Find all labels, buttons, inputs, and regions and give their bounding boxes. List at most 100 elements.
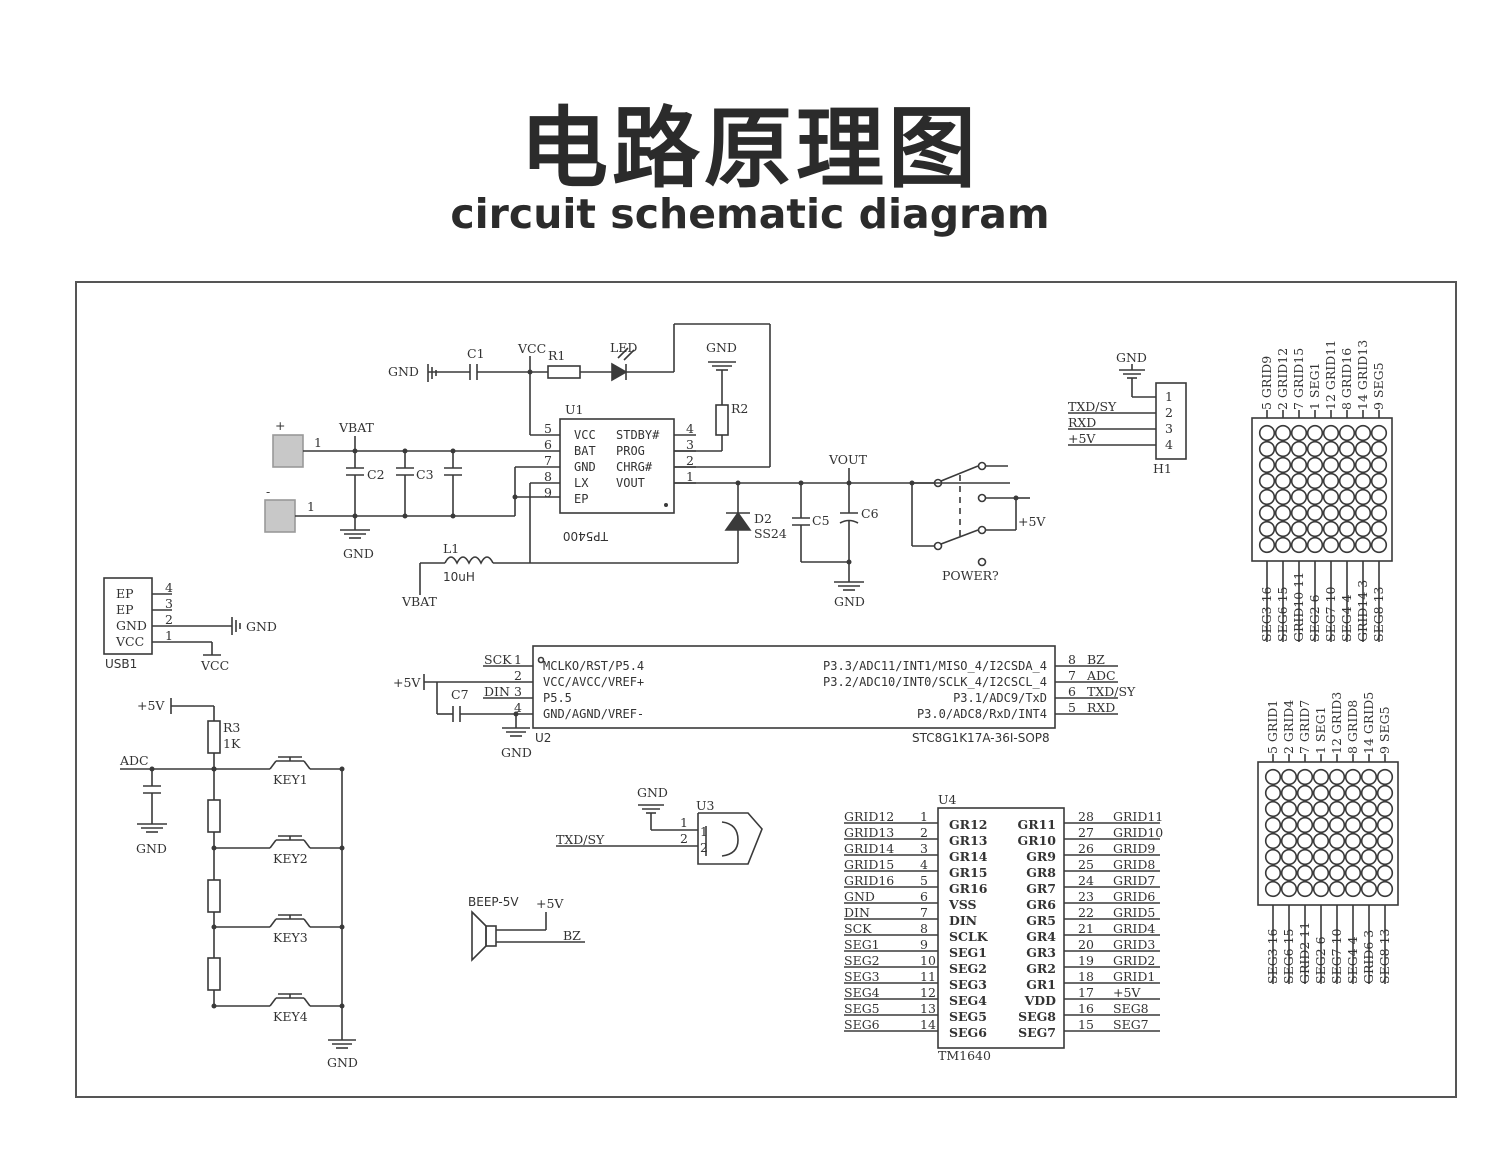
u4-net-label: DIN (844, 905, 870, 920)
title-english: circuit schematic diagram (450, 190, 1050, 238)
u4-net-label: GRID9 (1113, 841, 1155, 856)
u4-net-label: GRID12 (844, 809, 894, 824)
led-dot (1376, 784, 1394, 802)
led-dot (1354, 440, 1372, 458)
label-gnd-r2: GND (706, 340, 737, 355)
u4-net-label: SEG2 (844, 953, 880, 968)
label-u1: U1 (565, 402, 584, 417)
led-dot (1312, 768, 1330, 786)
led-dot (1306, 536, 1324, 554)
resistor-r1 (547, 365, 581, 379)
label-u3-net: TXD/SY (556, 832, 605, 847)
led-dot (1290, 472, 1308, 490)
led-dot (1274, 440, 1292, 458)
key-wire (269, 839, 277, 849)
label-buzzer: BEEP-5V (468, 895, 519, 909)
matrix-bottom-label: SEG8 13 (1371, 586, 1386, 642)
usb-body (103, 577, 153, 655)
matrix-bottom-label: GRID2 11 (1297, 922, 1312, 984)
u4-net-label: GRID10 (1113, 825, 1163, 840)
key-label: KEY4 (273, 1009, 308, 1024)
u4-pin-number: 28 (1078, 809, 1094, 824)
matrix-body (1257, 761, 1399, 906)
led-dot (1274, 472, 1292, 490)
led-dot (1338, 456, 1356, 474)
led-dot (1376, 864, 1394, 882)
led-dot (1312, 800, 1330, 818)
led-dot (1344, 784, 1362, 802)
led-dot (1274, 488, 1292, 506)
led-dot (1370, 472, 1388, 490)
led-dot (1360, 800, 1378, 818)
u4-pin-name: VDD (1024, 993, 1057, 1008)
label-u2: U2 (535, 731, 551, 745)
charger-section: GND C1 VCC R1 LED GND R2 (264, 323, 1046, 609)
u4-pin-number: 1 (920, 809, 928, 824)
title-chinese: 电路原理图 (519, 97, 980, 200)
led-dot (1354, 424, 1372, 442)
label-pin-minus: 1 (307, 499, 315, 514)
battery-pad-minus (264, 499, 296, 533)
chip-u4 (937, 807, 1065, 1049)
led-dot (1312, 864, 1330, 882)
led-dot (1322, 520, 1340, 538)
switch-blade-b (940, 529, 979, 545)
label-u4-part: TM1640 (938, 1048, 991, 1063)
label-vbat-l1: VBAT (401, 594, 438, 609)
u2-net-label: ADC (1086, 668, 1116, 683)
u4-net-label: GRID5 (1113, 905, 1155, 920)
led-dot (1354, 472, 1372, 490)
u4-pin-name: GR2 (1026, 961, 1056, 976)
led-dot (1258, 440, 1276, 458)
u2-pin-name: P3.1/ADC9/TxD (953, 691, 1047, 705)
led-dot (1264, 848, 1282, 866)
u4-pin-number: 18 (1078, 969, 1094, 984)
u1-pin-number: 3 (686, 437, 694, 452)
u4-pin-number: 20 (1078, 937, 1094, 952)
u4-pin-name: GR4 (1026, 929, 1056, 944)
label-c1: C1 (467, 346, 485, 361)
led-dot (1344, 832, 1362, 850)
label-vbat: VBAT (338, 420, 375, 435)
label-keys-gnd-2: GND (327, 1055, 358, 1070)
led-dot (1376, 848, 1394, 866)
label-h1-gnd: GND (1116, 350, 1147, 365)
u4-pin-name: SEG5 (949, 1009, 987, 1024)
u2-pin-name: GND/AGND/VREF- (543, 707, 644, 721)
u2-pin-name: P5.5 (543, 691, 572, 705)
battery-pad-plus (272, 434, 304, 468)
u4-pin-name: SEG2 (949, 961, 987, 976)
u4-pin-number: 2 (920, 825, 928, 840)
led-dot (1290, 424, 1308, 442)
matrix-top-label: 5 GRID1 (1265, 700, 1280, 754)
u4-pin-name: SCLK (949, 929, 989, 944)
u1-pin-name: PROG (616, 444, 645, 458)
u2-pin-name: P3.3/ADC11/INT1/MISO_4/I2CSDA_4 (823, 659, 1047, 673)
matrix-bottom-label: GRID10 11 (1291, 572, 1306, 642)
u4-net-label: GRID14 (844, 841, 894, 856)
led-dot (1306, 472, 1324, 490)
u4-pin-number: 19 (1078, 953, 1094, 968)
led-dot (1338, 472, 1356, 490)
led-dot (1280, 800, 1298, 818)
u4-pin-name: GR7 (1026, 881, 1056, 896)
matrix-top-label: 9 SEG5 (1377, 706, 1392, 754)
u2-pin-number: 5 (1068, 700, 1076, 715)
label-c5: C5 (812, 513, 830, 528)
u4-pin-name: DIN (949, 913, 977, 928)
u4-pin-name: GR12 (949, 817, 987, 832)
u4-pin-name: SEG3 (949, 977, 987, 992)
u4-net-label: GRID7 (1113, 873, 1155, 888)
led-dot (1322, 488, 1340, 506)
u2-pin-name: P3.0/ADC8/RxD/INT4 (917, 707, 1047, 721)
led-dot (1258, 488, 1276, 506)
u4-net-label: SEG5 (844, 1001, 880, 1016)
led-dot (1296, 848, 1314, 866)
chip-u2 (532, 645, 1056, 729)
led-dot (1258, 424, 1276, 442)
u4-pin-number: 24 (1078, 873, 1094, 888)
led-dot (1264, 880, 1282, 898)
